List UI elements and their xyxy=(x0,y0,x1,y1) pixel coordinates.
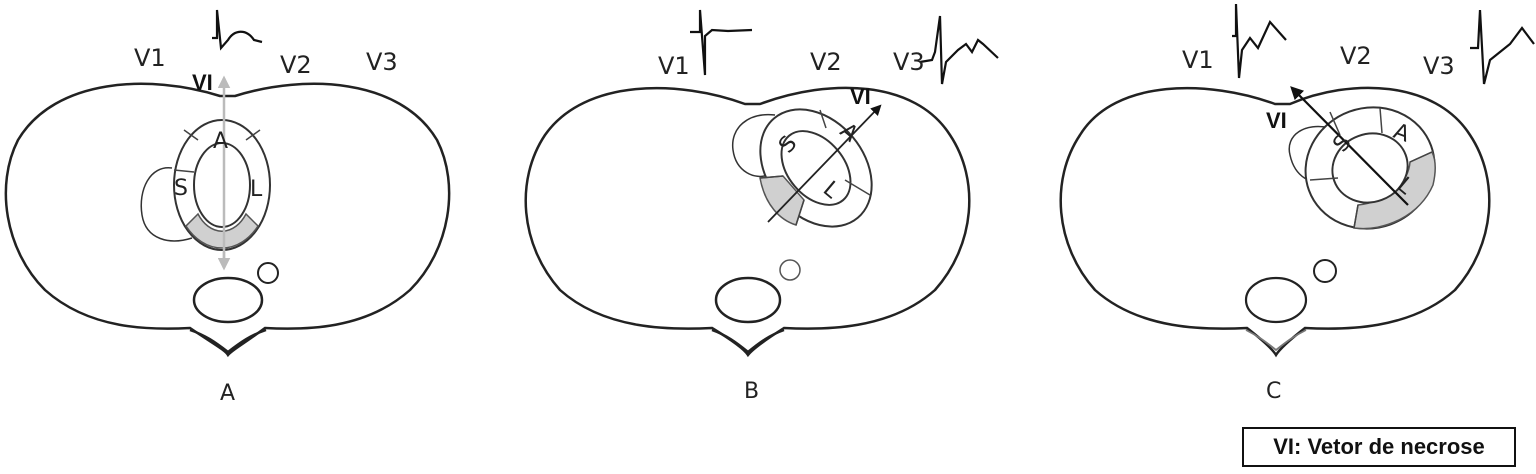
thorax-outline xyxy=(524,86,971,358)
vector-arrow xyxy=(1290,86,1409,206)
vertebra xyxy=(1244,276,1308,324)
lead-label: V2 xyxy=(280,51,312,79)
vector-label: VI xyxy=(850,84,871,109)
segment-label: A xyxy=(213,129,228,154)
ecg-v1 xyxy=(1232,3,1287,79)
thorax-outline xyxy=(4,82,451,358)
panel-letter: C xyxy=(1266,379,1281,404)
vertebra xyxy=(714,276,782,324)
aorta xyxy=(779,259,801,281)
ecg-v3 xyxy=(919,15,999,85)
thorax-outline xyxy=(1059,86,1491,358)
vector-label: VI xyxy=(192,70,213,95)
aorta xyxy=(1313,259,1337,283)
panel-c: V1 V2 V3 S A L VI C xyxy=(1059,3,1535,404)
panel-b: V1 V2 V3 S A L VI B xyxy=(524,9,999,404)
vector-label: VI xyxy=(1266,108,1287,133)
right-atrium xyxy=(732,113,776,178)
heart-inner xyxy=(193,142,251,228)
lead-label: V3 xyxy=(366,48,398,76)
legend-box: VI: Vetor de necrose xyxy=(1242,427,1516,467)
lead-label: V1 xyxy=(1182,46,1214,74)
panel-letter: B xyxy=(744,379,759,404)
ecg-v1 xyxy=(690,9,753,76)
panel-a: V1 V2 V3 A S L VI A xyxy=(4,9,451,406)
lead-label: V3 xyxy=(893,48,925,76)
segment-label: S xyxy=(174,176,188,201)
lead-label: V2 xyxy=(810,48,842,76)
necrosis-region xyxy=(185,212,259,249)
ecg-v3 xyxy=(1470,9,1535,85)
legend-text: VI: Vetor de necrose xyxy=(1273,434,1485,459)
aorta xyxy=(257,262,279,284)
lead-label: V1 xyxy=(134,44,166,72)
lead-label: V2 xyxy=(1340,42,1372,70)
ecg-v1 xyxy=(212,9,263,51)
panel-letter: A xyxy=(220,381,235,406)
lead-label: V3 xyxy=(1423,52,1455,80)
segment-label: L xyxy=(250,177,263,202)
vertebra xyxy=(192,276,264,324)
lead-label: V1 xyxy=(658,52,690,80)
vector-arrow xyxy=(767,104,882,223)
right-atrium xyxy=(140,167,193,242)
